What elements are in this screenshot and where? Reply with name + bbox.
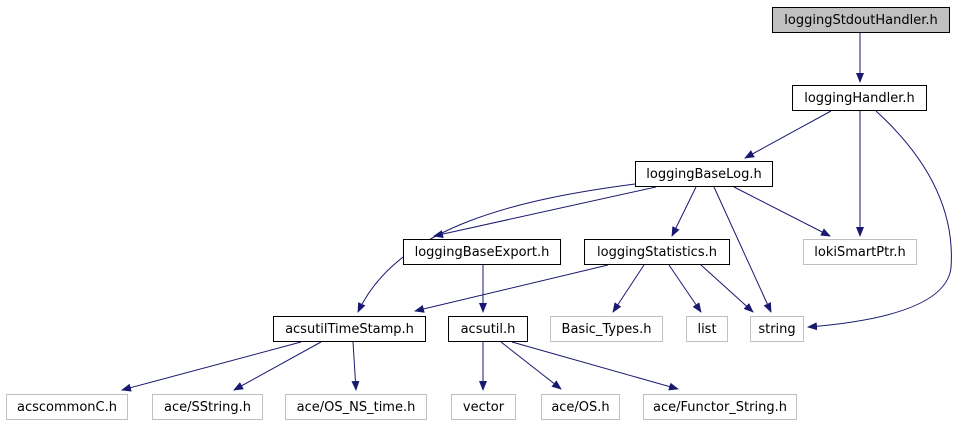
- node-vector: vector: [451, 394, 516, 420]
- edge-loggingBaseLog-string: [713, 186, 772, 313]
- node-ace-OS-NS-time: ace/OS_NS_time.h: [285, 394, 427, 420]
- node-acsutilTimeStamp[interactable]: acsutilTimeStamp.h: [273, 316, 426, 342]
- node-Basic_Types: Basic_Types.h: [550, 316, 663, 342]
- node-loggingBaseLog[interactable]: loggingBaseLog.h: [635, 161, 773, 187]
- node-loggingStatistics[interactable]: loggingStatistics.h: [584, 239, 730, 265]
- edge-acsutil-aceOS: [500, 341, 562, 390]
- node-list: list: [686, 316, 728, 342]
- node-loggingStdoutHandler: loggingStdoutHandler.h: [772, 7, 950, 33]
- edge-acsutilTimeStamp-aceOSNStime: [351, 341, 360, 391]
- node-acscommonC: acscommonC.h: [6, 394, 128, 420]
- edge-loggingStatistics-string: [700, 264, 754, 313]
- edge-loggingStatistics-BasicTypes: [612, 264, 645, 313]
- edge-loggingHandler-loggingBaseLog: [744, 110, 832, 159]
- node-string: string: [750, 316, 804, 342]
- node-ace-Functor-String: ace/Functor_String.h: [643, 394, 797, 420]
- node-ace-SString: ace/SString.h: [152, 394, 263, 420]
- node-loggingBaseExport[interactable]: loggingBaseExport.h: [403, 239, 561, 265]
- edge-loggingBaseLog-loggingBaseExport: [433, 186, 657, 238]
- edge-loggingStatistics-list: [668, 264, 702, 313]
- node-loggingHandler[interactable]: loggingHandler.h: [792, 85, 927, 111]
- edge-acsutilTimeStamp-aceSString: [233, 341, 322, 391]
- node-ace-OS: ace/OS.h: [541, 394, 620, 420]
- edge-acsutilTimeStamp-acscommonC: [121, 341, 302, 392]
- edge-loggingHandler-string: [807, 110, 952, 331]
- node-lokiSmartPtr: lokiSmartPtr.h: [803, 239, 917, 265]
- edge-loggingBaseLog-lokiSmartPtr: [733, 186, 831, 237]
- edge-loggingStatistics-acsutilTimeStamp: [414, 264, 609, 313]
- edge-loggingBaseLog-loggingStatistics: [671, 186, 697, 237]
- edge-loggingBaseLog-acsutilTimeStamp: [357, 183, 636, 313]
- edge-acsutil-aceFunctorString: [511, 341, 679, 391]
- node-acsutil[interactable]: acsutil.h: [448, 316, 528, 342]
